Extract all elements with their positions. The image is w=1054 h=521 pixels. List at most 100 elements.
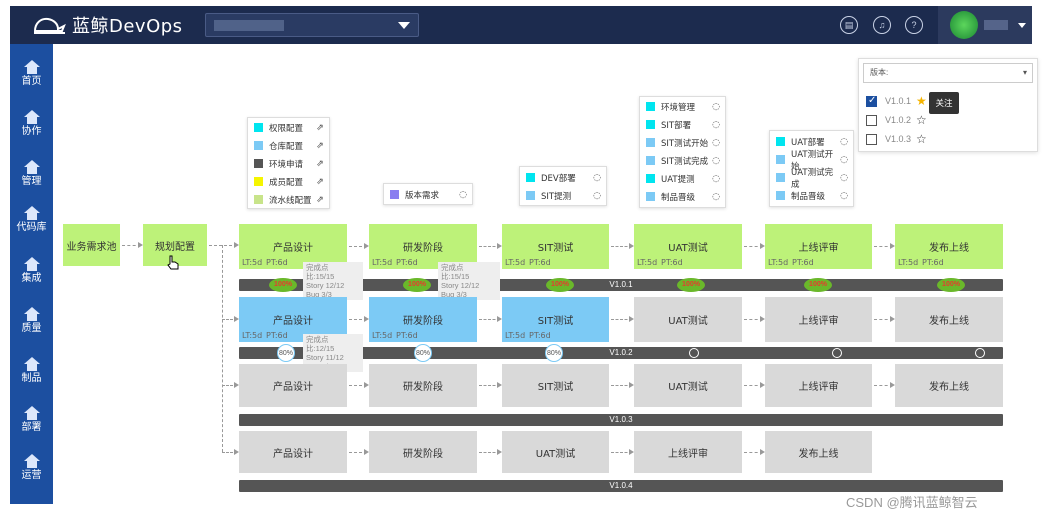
brand-logo[interactable]: 蓝鲸DevOps <box>32 12 183 38</box>
checkbox-checked[interactable] <box>866 95 877 107</box>
progress-badge-empty <box>832 348 842 358</box>
sidebar-item-ops[interactable]: 运营 <box>10 448 53 496</box>
external-link-icon[interactable]: ⇗ <box>316 158 324 169</box>
stage-launch-review[interactable]: 上线评审 <box>765 364 872 407</box>
task-item[interactable]: UAT测试完成◌ <box>776 168 849 190</box>
stage-product-design[interactable]: 产品设计 <box>239 364 347 407</box>
whale-logo-icon <box>33 17 66 34</box>
stage-product-design[interactable]: 产品设计 <box>239 431 347 473</box>
comment-icon[interactable]: ◌ <box>712 119 720 130</box>
stage-uat-test[interactable]: UAT测试 <box>634 364 742 407</box>
external-link-icon[interactable]: ⇗ <box>316 176 324 187</box>
task-item[interactable]: 成员配置⇗ <box>254 173 325 190</box>
stage-release[interactable]: 发布上线 <box>895 297 1003 342</box>
star-filled-icon[interactable]: ★ <box>916 94 927 108</box>
comment-icon[interactable]: ◌ <box>840 172 848 183</box>
flow-connector <box>122 242 143 248</box>
project-selector[interactable] <box>205 13 419 37</box>
star-outline-icon[interactable]: ☆ <box>916 132 927 146</box>
stage-release[interactable]: 发布上线 <box>765 431 872 473</box>
flow-connector <box>611 449 634 455</box>
color-swatch <box>776 137 785 146</box>
sidebar-item-collab[interactable]: 协作 <box>10 104 53 152</box>
task-item[interactable]: 环境申请⇗ <box>254 155 325 172</box>
task-item[interactable]: 权限配置⇗ <box>254 119 325 136</box>
sidebar-item-home[interactable]: 首页 <box>10 54 53 102</box>
task-item[interactable]: SIT测试开始◌ <box>646 134 721 151</box>
sidebar-item-artifact[interactable]: 制品 <box>10 351 53 399</box>
task-item[interactable]: UAT测试开始◌ <box>776 150 849 172</box>
stage-sit-test[interactable]: SIT测试 <box>502 364 609 407</box>
sidebar-item-ci[interactable]: 集成 <box>10 251 53 299</box>
task-item[interactable]: SIT测试完成◌ <box>646 152 721 169</box>
flow-connector <box>479 243 502 249</box>
comment-icon[interactable]: ◌ <box>712 191 720 202</box>
checkbox[interactable] <box>866 133 877 145</box>
comment-icon[interactable]: ◌ <box>712 137 720 148</box>
color-swatch <box>254 195 263 204</box>
checkbox[interactable] <box>866 114 877 126</box>
task-item[interactable]: 制品晋级◌ <box>646 188 721 205</box>
task-item[interactable]: 仓库配置⇗ <box>254 137 325 154</box>
task-item[interactable]: UAT部署◌ <box>776 133 849 150</box>
flow-connector <box>874 316 895 322</box>
comment-icon[interactable]: ◌ <box>459 189 467 200</box>
color-swatch <box>254 159 263 168</box>
color-swatch <box>646 192 655 201</box>
comment-icon[interactable]: ◌ <box>840 190 848 201</box>
task-item[interactable]: 版本需求◌ <box>390 186 468 203</box>
task-item[interactable]: 流水线配置⇗ <box>254 191 325 208</box>
stage-launch-review[interactable]: 上线评审 <box>634 431 742 473</box>
star-outline-icon[interactable]: ☆ <box>916 113 927 127</box>
sidebar-item-quality[interactable]: 质量 <box>10 301 53 349</box>
stage-development[interactable]: 研发阶段 <box>369 364 477 407</box>
task-item[interactable]: UAT提测◌ <box>646 170 721 187</box>
comment-icon[interactable]: ◌ <box>840 154 848 165</box>
version-bar-v103[interactable]: V1.0.3 <box>239 414 1003 426</box>
task-item[interactable]: 环境管理◌ <box>646 98 721 115</box>
flow-connector <box>222 449 239 455</box>
comment-icon[interactable]: ◌ <box>593 190 601 201</box>
comment-icon[interactable]: ◌ <box>712 155 720 166</box>
user-menu[interactable] <box>938 6 1032 44</box>
comment-icon[interactable]: ◌ <box>840 136 848 147</box>
stage-development[interactable]: 研发阶段 <box>369 431 477 473</box>
task-item[interactable]: 制品晋级◌ <box>776 187 849 204</box>
task-item[interactable]: SIT提测◌ <box>526 187 602 204</box>
version-option[interactable]: V1.0.3 ☆ <box>866 132 927 146</box>
flow-connector <box>222 316 239 322</box>
task-item[interactable]: SIT部署◌ <box>646 116 721 133</box>
stage-uat-test[interactable]: UAT测试 <box>502 431 609 473</box>
project-name-redacted <box>214 20 284 31</box>
bell-icon[interactable]: ♫ <box>873 16 891 34</box>
version-option[interactable]: V1.0.1 ★ <box>866 94 927 108</box>
stage-launch-review[interactable]: 上线评审 <box>765 297 872 342</box>
stage-release[interactable]: 发布上线 <box>895 364 1003 407</box>
document-icon[interactable]: ▤ <box>840 16 858 34</box>
version-option[interactable]: V1.0.2 ☆ <box>866 113 927 127</box>
demand-pool-node[interactable]: 业务需求池 <box>63 224 120 266</box>
sidebar-item-deploy[interactable]: 部署 <box>10 400 53 448</box>
comment-icon[interactable]: ◌ <box>712 101 720 112</box>
comment-icon[interactable]: ◌ <box>593 172 601 183</box>
external-link-icon[interactable]: ⇗ <box>316 122 324 133</box>
stage-uat-test[interactable]: UAT测试 <box>634 297 742 342</box>
planning-config-node[interactable]: 规划配置 <box>143 224 207 266</box>
version-bar-v104[interactable]: V1.0.4 <box>239 480 1003 492</box>
task-item[interactable]: DEV部署◌ <box>526 169 602 186</box>
comment-icon[interactable]: ◌ <box>712 173 720 184</box>
external-link-icon[interactable]: ⇗ <box>316 194 324 205</box>
external-link-icon[interactable]: ⇗ <box>316 140 324 151</box>
sidebar-item-repo[interactable]: 代码库 <box>10 200 53 248</box>
sidebar-item-manage[interactable]: 管理 <box>10 154 53 202</box>
help-icon[interactable]: ? <box>905 16 923 34</box>
version-select[interactable]: 版本: ▾ <box>863 63 1033 83</box>
